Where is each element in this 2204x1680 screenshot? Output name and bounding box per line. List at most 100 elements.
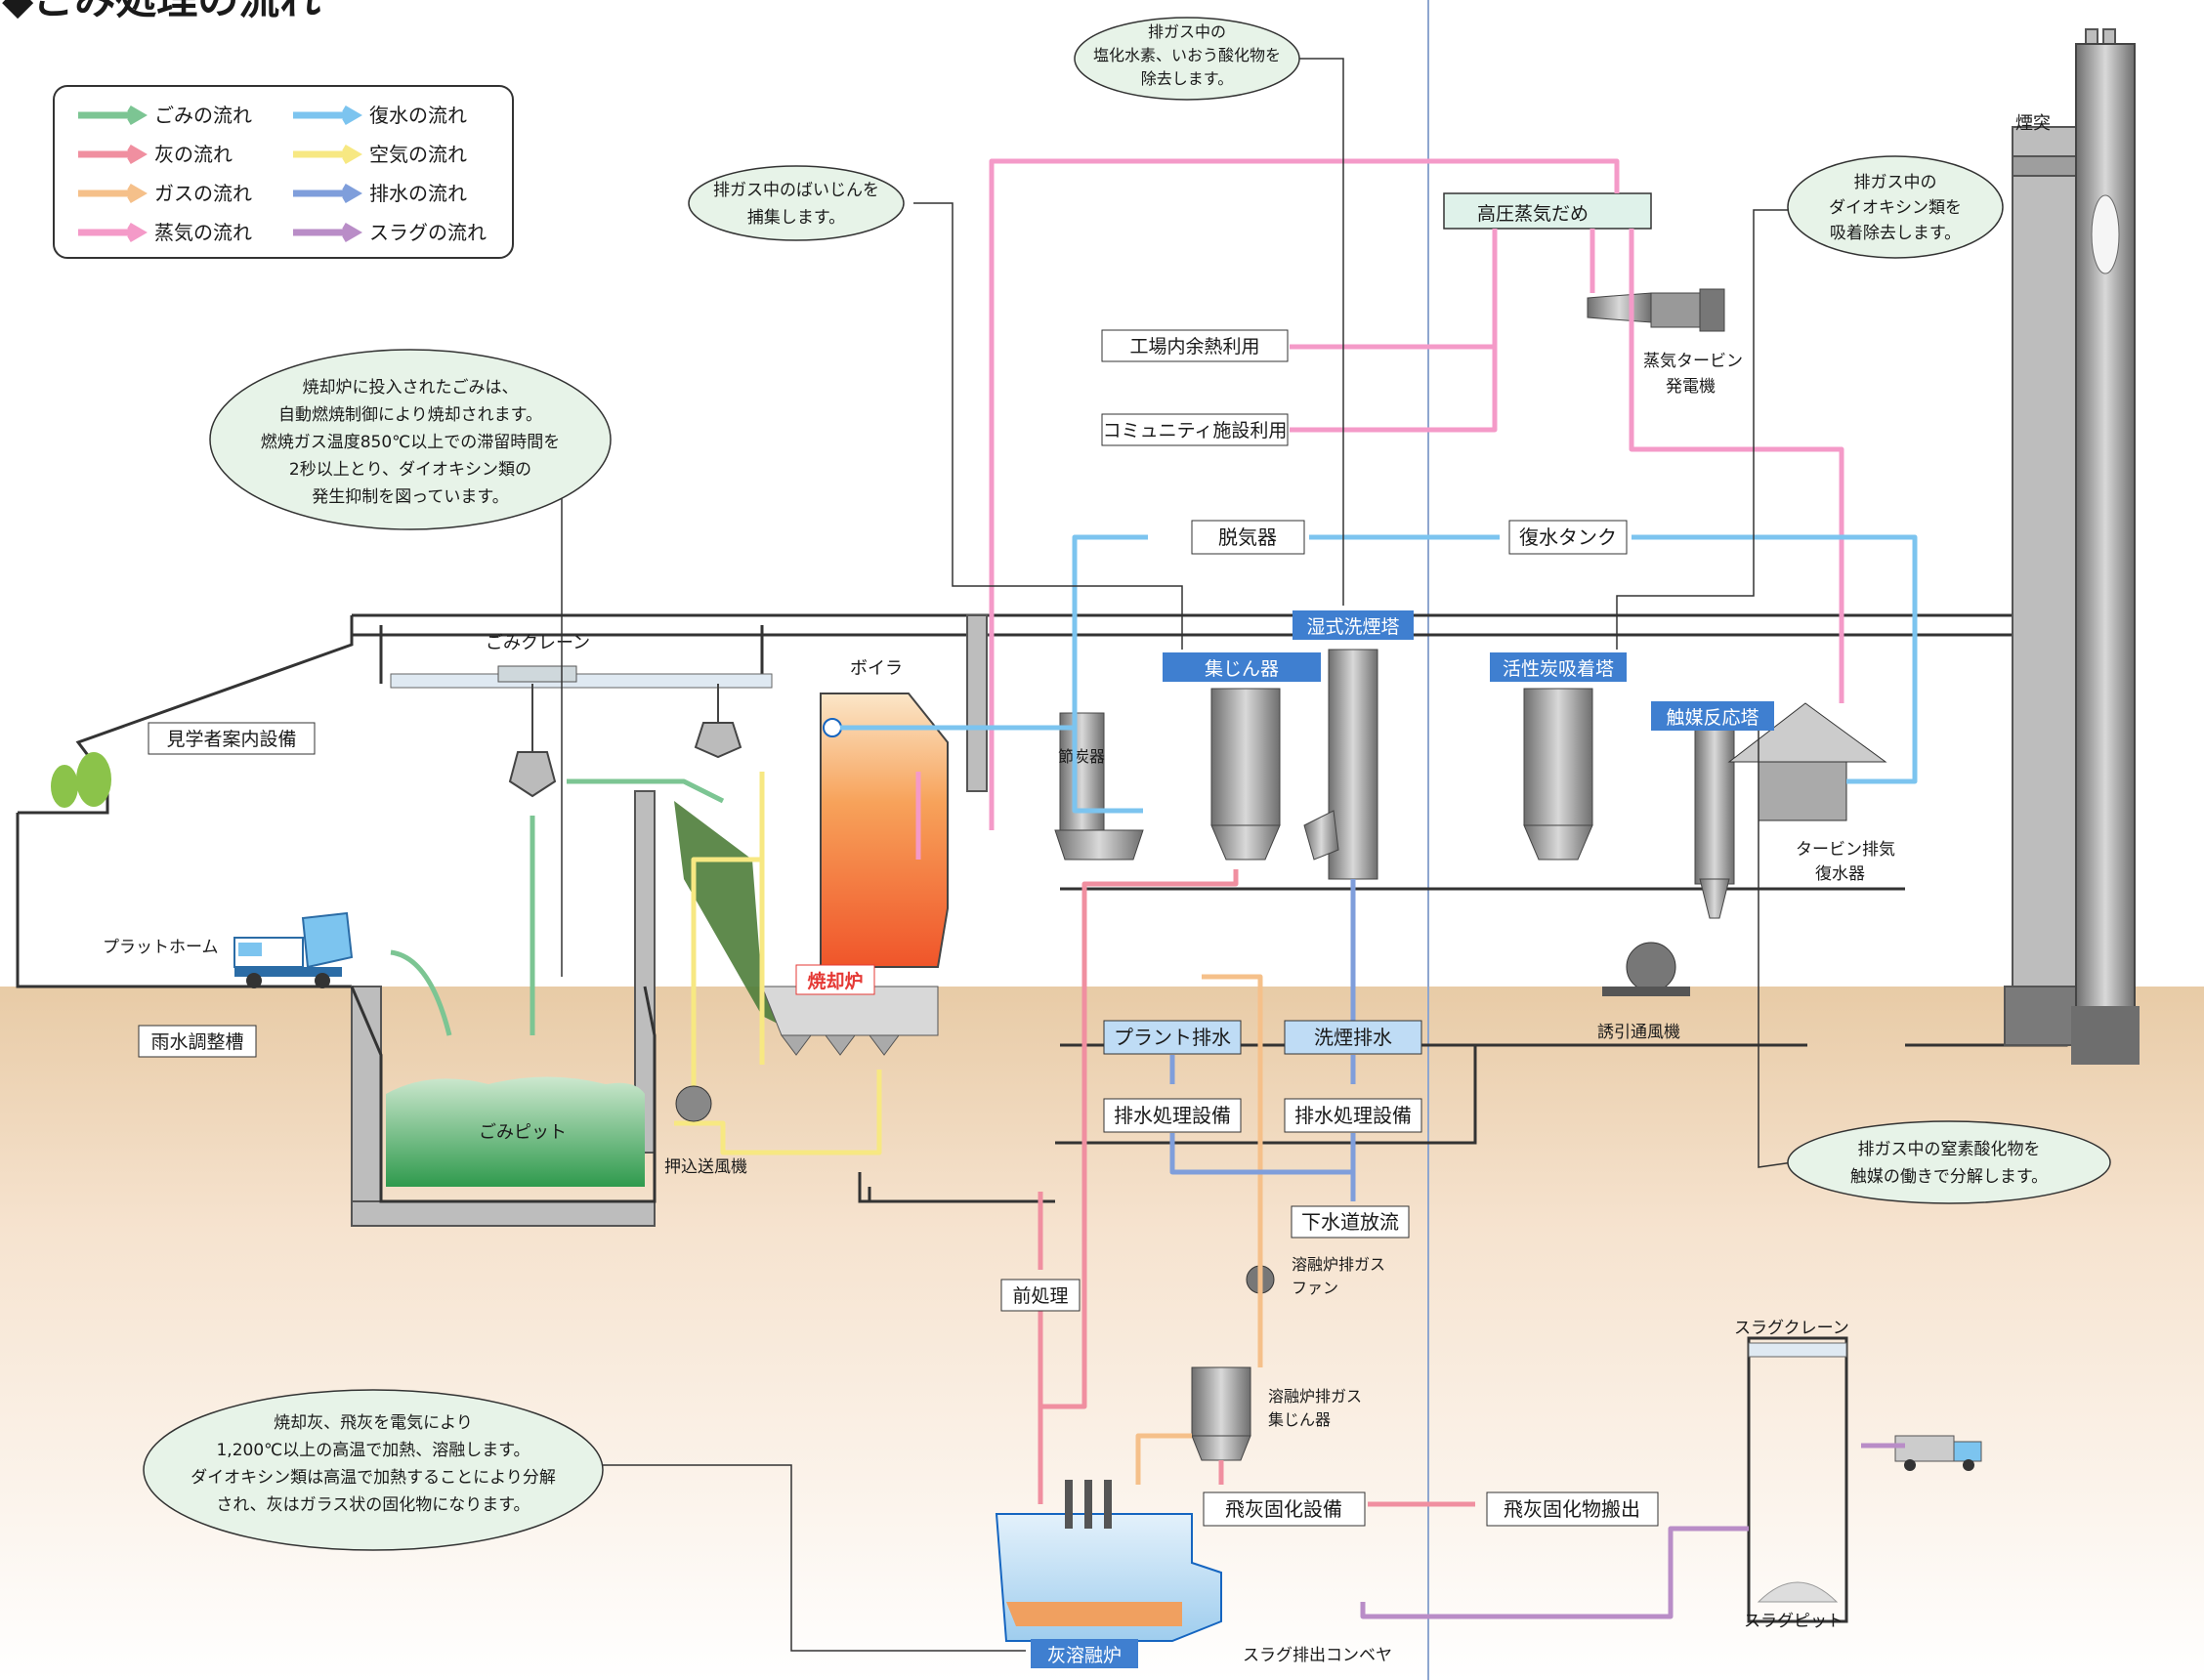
svg-text:ガスの流れ: ガスの流れ	[154, 182, 252, 205]
bubble-b6: 焼却灰、飛灰を電気により 1,200℃以上の高温で加熱、溶融します。 ダイオキシ…	[144, 1390, 603, 1550]
box-visitor: 見学者案内設備	[148, 723, 315, 754]
svg-text:コミュニティ施設利用: コミュニティ施設利用	[1103, 420, 1288, 441]
box-factory-heat: 工場内余熱利用	[1102, 330, 1288, 361]
svg-text:飛灰固化設備: 飛灰固化設備	[1225, 1497, 1342, 1521]
svg-text:捕集します。: 捕集します。	[747, 208, 845, 228]
melt-fan-label-1: 溶融炉排ガス	[1292, 1255, 1385, 1274]
svg-text:塩化水素、いおう酸化物を: 塩化水素、いおう酸化物を	[1093, 46, 1281, 64]
legend: ごみの流れ 灰の流れ ガスの流れ 蒸気の流れ 復水の流れ 空気の流れ 排水の流れ	[54, 86, 513, 258]
svg-text:排ガス中の: 排ガス中の	[1854, 173, 1937, 192]
svg-text:排水処理設備: 排水処理設備	[1294, 1104, 1412, 1127]
dust-collector	[1211, 689, 1280, 860]
condenser-label-1: タービン排気	[1796, 840, 1895, 860]
tag-dust-collector: 集じん器	[1163, 652, 1321, 682]
steam-header-label: 高圧蒸気だめ	[1477, 203, 1589, 225]
svg-text:排ガス中の: 排ガス中の	[1148, 22, 1226, 41]
bubble-b1: 排ガス中の 塩化水素、いおう酸化物を 除去します。	[1075, 18, 1299, 100]
box-fly-ash-solid: 飛灰固化設備	[1204, 1492, 1365, 1526]
crane-trolley	[498, 666, 576, 682]
svg-text:下水道放流: 下水道放流	[1301, 1210, 1399, 1234]
tag-furnace: 焼却炉	[796, 965, 874, 994]
svg-text:洗煙排水: 洗煙排水	[1314, 1026, 1392, 1049]
box-plant-drain: プラント排水	[1104, 1021, 1241, 1054]
platform-label: プラットホーム	[103, 938, 219, 957]
boiler-label: ボイラ	[850, 658, 903, 679]
svg-text:脱気器: 脱気器	[1218, 525, 1277, 549]
condenser-label-2: 復水器	[1815, 864, 1865, 884]
svg-text:ダイオキシン類は高温で加熱することにより分解: ダイオキシン類は高温で加熱することにより分解	[191, 1468, 556, 1488]
pit-label: ごみピット	[479, 1122, 567, 1143]
bubble-b2: 排ガス中のばいじんを 捕集します。	[689, 166, 904, 240]
forced-fan-icon	[676, 1086, 711, 1121]
svg-text:燃焼ガス温度850℃以上での滞留時間を: 燃焼ガス温度850℃以上での滞留時間を	[261, 433, 561, 452]
slag-pit-label: スラグピット	[1744, 1612, 1844, 1631]
slag-crane-label: スラグクレーン	[1734, 1319, 1849, 1338]
svg-text:復水の流れ: 復水の流れ	[369, 104, 467, 127]
svg-text:排水の流れ: 排水の流れ	[369, 182, 467, 205]
tag-ash-melter: 灰溶融炉	[1031, 1639, 1138, 1668]
chimney-window	[2092, 195, 2119, 273]
svg-text:1,200℃以上の高温で加熱、溶融します。: 1,200℃以上の高温で加熱、溶融します。	[216, 1441, 530, 1460]
svg-text:スラグの流れ: スラグの流れ	[369, 221, 487, 244]
svg-text:発生抑制を図っています。: 発生抑制を図っています。	[312, 487, 508, 507]
box-fly-ash-out: 飛灰固化物搬出	[1487, 1492, 1658, 1526]
boiler-drum-icon	[824, 719, 841, 736]
melt-dust-collector	[1192, 1367, 1250, 1460]
fan-label: 押込送風機	[664, 1157, 747, 1177]
svg-text:復水タンク: 復水タンク	[1519, 525, 1617, 549]
crane-rail	[391, 674, 772, 688]
svg-text:焼却灰、飛灰を電気により: 焼却灰、飛灰を電気により	[274, 1413, 473, 1433]
wet-scrubber	[1304, 650, 1378, 879]
svg-text:蒸気の流れ: 蒸気の流れ	[154, 221, 252, 244]
svg-text:され、灰はガラス状の固化物になります。: され、灰はガラス状の固化物になります。	[216, 1495, 530, 1515]
svg-text:排水処理設備: 排水処理設備	[1114, 1104, 1231, 1127]
svg-text:除去します。: 除去します。	[1141, 69, 1233, 88]
tag-wet-scrubber: 湿式洗煙塔	[1293, 610, 1414, 640]
slag-conveyor-label: スラグ排出コンベヤ	[1243, 1646, 1392, 1665]
svg-text:飛灰固化物搬出: 飛灰固化物搬出	[1504, 1497, 1640, 1521]
svg-text:灰の流れ: 灰の流れ	[154, 143, 233, 166]
svg-text:灰溶融炉: 灰溶融炉	[1047, 1645, 1122, 1666]
tag-catalyst-tower: 触媒反応塔	[1651, 701, 1774, 731]
box-treat2: 排水処理設備	[1285, 1099, 1421, 1132]
bubble-b5: 排ガス中の窒素酸化物を 触媒の働きで分解します。	[1788, 1121, 2110, 1203]
boiler	[821, 693, 948, 967]
box-rain-tank: 雨水調整槽	[139, 1026, 256, 1057]
chimney-base	[2071, 1006, 2140, 1065]
box-community: コミュニティ施設利用	[1102, 414, 1288, 445]
turbine-label-1: 蒸気タービン	[1643, 352, 1743, 371]
svg-text:触媒の働きで分解します。: 触媒の働きで分解します。	[1850, 1167, 2048, 1187]
turbine-label-2: 発電機	[1666, 377, 1716, 397]
svg-text:節炭器: 節炭器	[1058, 747, 1105, 766]
svg-text:ごみの流れ: ごみの流れ	[154, 104, 252, 127]
svg-text:空気の流れ: 空気の流れ	[369, 143, 467, 166]
box-deaerator: 脱気器	[1192, 521, 1304, 554]
svg-text:雨水調整槽: 雨水調整槽	[150, 1031, 243, 1053]
carbon-tower	[1524, 689, 1592, 860]
box-sewer: 下水道放流	[1292, 1206, 1409, 1238]
chimney-label: 煙突	[2015, 113, 2051, 134]
induced-fan	[1602, 943, 1690, 996]
box-pretreat: 前処理	[1001, 1280, 1080, 1311]
idf-label: 誘引通風機	[1597, 1023, 1680, 1042]
svg-text:プラント排水: プラント排水	[1114, 1026, 1231, 1049]
box-treat1: 排水処理設備	[1104, 1099, 1241, 1132]
melt-dust-label-2: 集じん器	[1268, 1410, 1331, 1429]
svg-text:活性炭吸着塔: 活性炭吸着塔	[1503, 658, 1614, 680]
svg-text:焼却炉に投入されたごみは、: 焼却炉に投入されたごみは、	[303, 378, 519, 398]
svg-text:吸着除去します。: 吸着除去します。	[1830, 224, 1961, 243]
svg-text:見学者案内設備: 見学者案内設備	[166, 729, 296, 750]
svg-text:工場内余熱利用: 工場内余熱利用	[1129, 336, 1259, 357]
box-condensate-tank: 復水タンク	[1509, 521, 1627, 554]
svg-text:排ガス中の窒素酸化物を: 排ガス中の窒素酸化物を	[1858, 1140, 2041, 1159]
svg-text:焼却炉: 焼却炉	[807, 970, 863, 992]
svg-text:排ガス中のばいじんを: 排ガス中のばいじんを	[713, 181, 879, 200]
bubble-b4: 焼却炉に投入されたごみは、 自動燃焼制御により焼却されます。 燃焼ガス温度850…	[210, 350, 611, 529]
truck-icon	[234, 913, 352, 988]
svg-text:2秒以上とり、ダイオキシン類の: 2秒以上とり、ダイオキシン類の	[289, 460, 531, 480]
melt-dust-label-1: 溶融炉排ガス	[1268, 1387, 1362, 1406]
trees	[51, 752, 111, 808]
svg-text:前処理: 前処理	[1012, 1285, 1068, 1307]
